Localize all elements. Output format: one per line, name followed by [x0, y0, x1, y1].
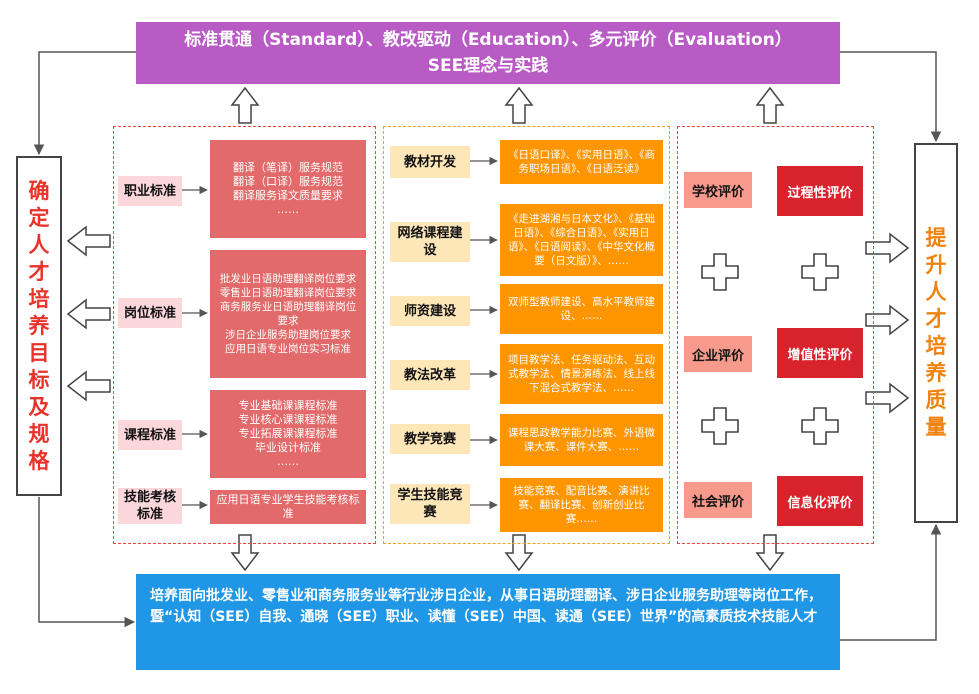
plus-icon — [701, 253, 739, 291]
header-banner: 标准贯通（Standard）、教改驱动（Education）、多元评价（Eval… — [136, 22, 840, 84]
eval-type-informatization: 信息化评价 — [777, 476, 863, 526]
block-arrow-left-2 — [66, 298, 111, 330]
evaluation-panel — [677, 126, 874, 544]
plus-icon — [701, 407, 739, 445]
block-arrow-right-1 — [865, 232, 910, 264]
right-sidebar-text: 提升人才培养质量 — [925, 226, 947, 439]
block-arrow-left-3 — [66, 370, 111, 402]
reforms-panel — [383, 126, 670, 544]
reform-label-teaching-method: 教法改革 — [390, 360, 470, 390]
block-arrow-down-3 — [755, 534, 785, 572]
standard-label-vocational: 职业标准 — [118, 176, 182, 206]
plus-icon — [801, 253, 839, 291]
reform-box-teaching-method: 项目教学法、任务驱动法、互动式教学法、情景演练法、线上线下混合式教学法、…… — [500, 344, 663, 404]
block-arrow-up-2 — [504, 86, 534, 124]
left-sidebar-text: 确定人才培养目标及规格 — [28, 178, 50, 473]
footer-text: 培养面向批发业、零售业和商务服务业等行业涉日企业，从事日语助理翻译、涉日企业服务… — [150, 588, 822, 625]
standard-label-skill: 技能考核标准 — [118, 488, 182, 524]
eval-subject-enterprise: 企业评价 — [684, 336, 752, 372]
right-sidebar-quality: 提升人才培养质量 — [914, 143, 958, 523]
block-arrow-down-1 — [230, 534, 260, 572]
loop-line-left-bottom — [38, 497, 136, 628]
loop-line-right-top — [840, 51, 942, 143]
reform-label-teaching-contest: 教学竞赛 — [390, 424, 470, 454]
block-arrow-left-1 — [66, 225, 111, 257]
reform-label-textbook: 教材开发 — [390, 146, 470, 178]
standard-label-position: 岗位标准 — [118, 298, 182, 328]
header-subtitle: SEE理念与实践 — [427, 56, 549, 76]
block-arrow-up-1 — [230, 86, 260, 124]
eval-type-process: 过程性评价 — [777, 166, 863, 216]
reform-box-student-contest: 技能竞赛、配音比赛、演讲比赛、翻译比赛、创新创业比赛…… — [500, 478, 663, 532]
reform-box-faculty: 双师型教师建设、高水平教师建设、…… — [500, 284, 663, 334]
reform-box-online-course: 《走进湖湘与日本文化》、《基础日语》、《综合日语》、《实用日语》、《日语阅读》、… — [500, 204, 663, 276]
reform-label-student-contest: 学生技能竞赛 — [390, 484, 470, 524]
block-arrow-down-2 — [504, 534, 534, 572]
standards-panel — [113, 126, 376, 544]
eval-subject-society: 社会评价 — [684, 482, 752, 518]
standard-box-skill: 应用日语专业学生技能考核标准 — [210, 490, 366, 524]
reform-box-teaching-contest: 课程思政教学能力比赛、外语微课大赛、课件大赛、…… — [500, 414, 663, 466]
reform-box-textbook: 《日语口译》、《实用日语》、《商务职场日语》、《日语泛读》 — [500, 140, 663, 184]
block-arrow-right-2 — [865, 304, 910, 336]
footer-banner: 培养面向批发业、零售业和商务服务业等行业涉日企业，从事日语助理翻译、涉日企业服务… — [136, 574, 840, 670]
reform-label-faculty: 师资建设 — [390, 296, 470, 326]
eval-subject-school: 学校评价 — [684, 172, 752, 208]
block-arrow-right-3 — [865, 382, 910, 414]
standard-box-vocational: 翻译（笔译）服务规范翻译（口译）服务规范翻译服务译文质量要求…… — [210, 140, 366, 238]
standard-box-course: 专业基础课课程标准专业核心课课程标准专业拓展课课程标准毕业设计标准…… — [210, 390, 366, 478]
standard-box-position: 批发业日语助理翻译岗位要求零售业日语助理翻译岗位要求商务服务业日语助理翻译岗位要… — [210, 250, 366, 378]
loop-line-right-bottom — [840, 523, 942, 641]
reform-label-online-course: 网络课程建设 — [390, 222, 470, 262]
plus-icon — [801, 407, 839, 445]
header-title: 标准贯通（Standard）、教改驱动（Education）、多元评价（Eval… — [184, 30, 792, 50]
eval-type-value-added: 增值性评价 — [777, 328, 863, 378]
left-sidebar-goal: 确定人才培养目标及规格 — [16, 156, 62, 496]
block-arrow-up-3 — [755, 86, 785, 124]
loop-line-left-top — [33, 51, 136, 156]
standard-label-course: 课程标准 — [118, 420, 182, 450]
